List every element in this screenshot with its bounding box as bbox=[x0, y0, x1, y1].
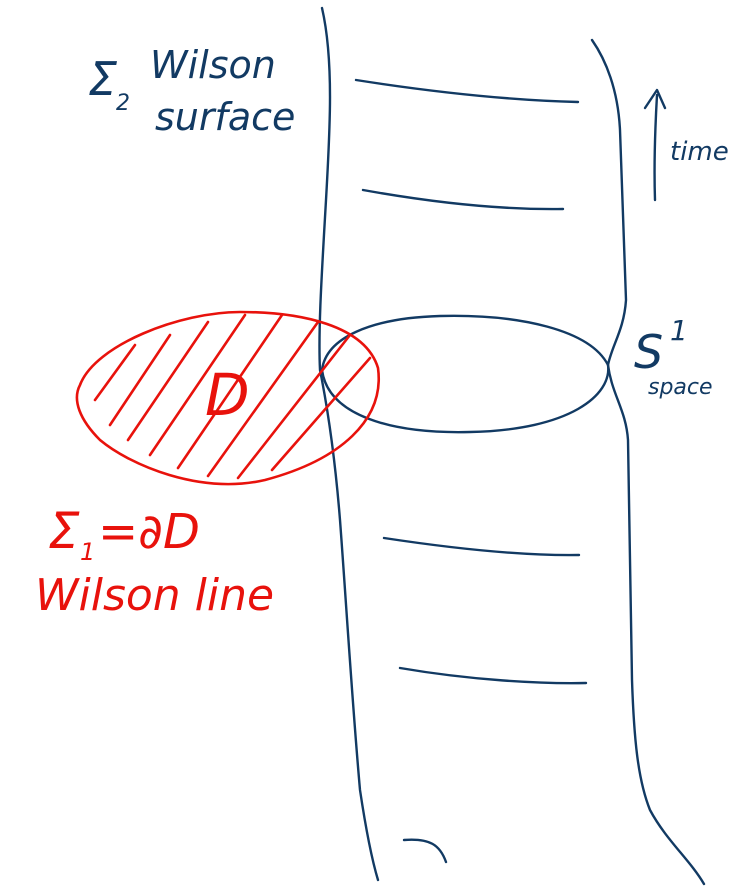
sigma2-label-line1: Wilson bbox=[150, 43, 276, 87]
sigma1-subscript: 1 bbox=[80, 538, 95, 566]
disk-label: D bbox=[205, 361, 250, 429]
circle-label: S bbox=[634, 325, 663, 379]
sigma1-rhs: =∂D bbox=[98, 504, 200, 560]
disk-hatch-1 bbox=[110, 335, 170, 425]
circle-superscript: 1 bbox=[670, 314, 688, 347]
cylinder-ring-4 bbox=[400, 668, 586, 683]
time-arrow-head bbox=[645, 90, 665, 108]
cylinder-ring-2 bbox=[363, 190, 563, 209]
cylinder-ring-1 bbox=[356, 80, 578, 102]
sigma1-caption: Wilson line bbox=[35, 570, 274, 621]
time-arrow-label: time bbox=[670, 137, 729, 167]
cylinder-ring-3 bbox=[384, 538, 579, 555]
time-arrow-shaft bbox=[655, 95, 657, 200]
sigma2-subscript: 2 bbox=[116, 91, 130, 116]
disk-hatch-8 bbox=[95, 345, 135, 400]
spatial-circle bbox=[322, 316, 608, 432]
cylinder-left-edge bbox=[319, 8, 378, 880]
sigma2-label-line2: surface bbox=[155, 95, 295, 139]
sigma1-symbol: Σ bbox=[48, 502, 80, 560]
cylinder-ring-5 bbox=[404, 840, 446, 862]
circle-sublabel: space bbox=[648, 375, 713, 400]
sigma2-symbol: Σ bbox=[88, 52, 117, 106]
